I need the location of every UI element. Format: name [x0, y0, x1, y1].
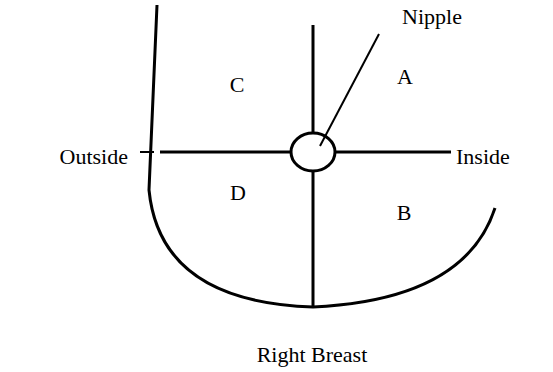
- side-label: Inside: [456, 145, 510, 169]
- leader-line: [320, 34, 379, 146]
- quadrant-letter: B: [397, 201, 412, 225]
- side-label: Outside: [60, 145, 128, 169]
- quadrant-letter: C: [230, 73, 245, 97]
- nipple-label: Nipple: [402, 5, 462, 29]
- outside-tick: [140, 151, 154, 153]
- caption-label: Right Breast: [257, 343, 368, 367]
- quadrant-letter: D: [230, 181, 246, 205]
- quadrant-letter: A: [397, 65, 413, 89]
- nipple-circle: [291, 133, 335, 171]
- breast-contour: [149, 5, 495, 307]
